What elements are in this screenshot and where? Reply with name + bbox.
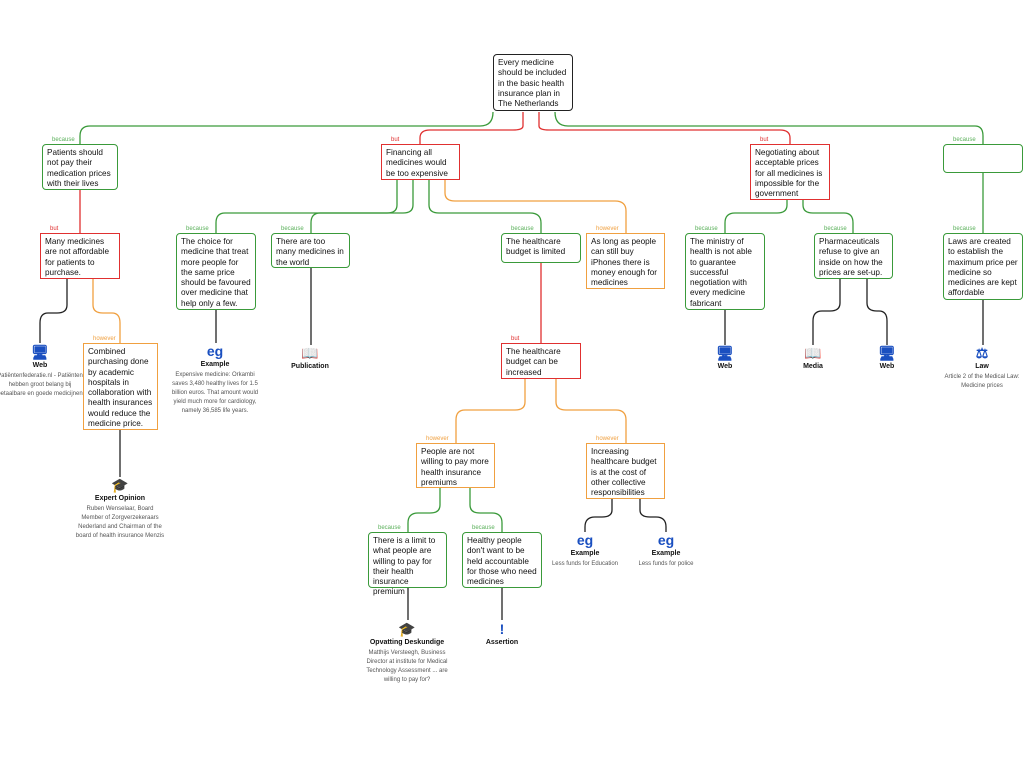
relation-label: because [953, 137, 976, 143]
eg-icon: eg [657, 532, 675, 548]
evidence-description: Matthijs Versteegh, Business Director at… [366, 650, 448, 683]
evidence-description: Less funds for Education [551, 561, 619, 567]
evidence-title: Assertion [485, 639, 519, 646]
eg-icon: eg [206, 343, 224, 359]
claim-box-b6[interactable]: The ministry of health is not able to gu… [685, 233, 765, 310]
evidence-title: Opvatting Deskundige [369, 639, 445, 646]
relation-label: however [93, 336, 116, 342]
evidence-title: Publication [291, 363, 329, 370]
claim-box-a3[interactable]: Negotiating about acceptable prices for … [750, 144, 830, 200]
relation-label: because [378, 525, 401, 531]
evidence-title: Web [717, 363, 733, 370]
relation-label: however [596, 436, 619, 442]
claim-box-c2[interactable]: The healthcare budget can be increased [501, 343, 581, 379]
evidence-description: Less funds for police [638, 561, 694, 567]
claim-box-a2[interactable]: Financing all medicines would be too exp… [381, 144, 460, 180]
evidence-web3[interactable]: 🖥 Web [842, 345, 932, 373]
evidence-title: Expert Opinion [94, 495, 146, 502]
scales-icon: ⚖ [975, 345, 989, 361]
relation-label: because [52, 137, 75, 143]
relation-label: because [695, 226, 718, 232]
evidence-title: Media [803, 363, 823, 370]
relation-label: however [426, 436, 449, 442]
claim-box-b4[interactable]: The healthcare budget is limited [501, 233, 581, 263]
claim-box-b8[interactable]: Laws are created to establish the maximu… [943, 233, 1023, 300]
claim-box-c1[interactable]: Combined purchasing done by academic hos… [83, 343, 158, 430]
evidence-description: Article 2 of the Medical Law: Medicine p… [944, 374, 1020, 389]
claim-box-a4[interactable] [943, 144, 1023, 173]
relation-label: because [824, 226, 847, 232]
evidence-web2[interactable]: 🖥 Web [680, 345, 770, 373]
relation-label: however [596, 226, 619, 232]
eg-icon: eg [576, 532, 594, 548]
exclamation-icon: ! [499, 621, 505, 637]
globe-monitor-icon: 🖥 [716, 345, 734, 361]
root-claim[interactable]: Every medicine should be included in the… [493, 54, 573, 111]
claim-box-e2[interactable]: Healthy people don't want to be held acc… [462, 532, 542, 588]
relation-label: but [511, 336, 520, 342]
evidence-title: Law [975, 363, 989, 370]
globe-monitor-icon: 🖥 [878, 345, 896, 361]
evidence-title: Example [651, 550, 681, 557]
relation-label: but [760, 137, 769, 143]
evidence-description: Ruben Wenselaar, Board Member of Zorgver… [75, 506, 165, 539]
book-icon: 📖 [804, 345, 822, 361]
claim-box-d2[interactable]: Increasing healthcare budget is at the c… [586, 443, 665, 499]
book-icon: 📖 [301, 345, 319, 361]
claim-box-b2[interactable]: The choice for medicine that treat more … [176, 233, 256, 310]
graduate-icon: 🎓 [398, 621, 416, 637]
evidence-title: Web [32, 362, 48, 369]
relation-label: but [391, 137, 400, 143]
evidence-ass1[interactable]: ! Assertion [457, 621, 547, 649]
claim-box-b5[interactable]: As long as people can still buy iPhones … [586, 233, 665, 289]
relation-label: because [472, 525, 495, 531]
globe-monitor-icon: 🖥 [31, 344, 49, 360]
claim-box-e1[interactable]: There is a limit to what people are will… [368, 532, 447, 596]
relation-label: because [953, 226, 976, 232]
relation-label: because [281, 226, 304, 232]
evidence-title: Example [200, 361, 230, 368]
evidence-description: Expensive medicine: Orkambi saves 3,480 … [171, 372, 259, 414]
evidence-title: Example [570, 550, 600, 557]
evidence-pub1[interactable]: 📖 Publication [265, 345, 355, 373]
claim-box-a1[interactable]: Patients should not pay their medication… [42, 144, 118, 190]
claim-box-b7[interactable]: Pharmaceuticals refuse to give an inside… [814, 233, 893, 279]
evidence-title: Web [879, 363, 895, 370]
claim-box-b3[interactable]: There are too many medicines in the worl… [271, 233, 350, 268]
relation-label: because [186, 226, 209, 232]
graduate-icon: 🎓 [111, 477, 129, 493]
relation-label: because [511, 226, 534, 232]
claim-box-d1[interactable]: People are not willing to pay more healt… [416, 443, 495, 488]
relation-label: but [50, 226, 59, 232]
evidence-media1[interactable]: 📖 Media [768, 345, 858, 373]
evidence-description: Patiëntenfederatie.nl - Patiënten hebben… [0, 373, 83, 397]
claim-box-b1[interactable]: Many medicines are not affordable for pa… [40, 233, 120, 279]
